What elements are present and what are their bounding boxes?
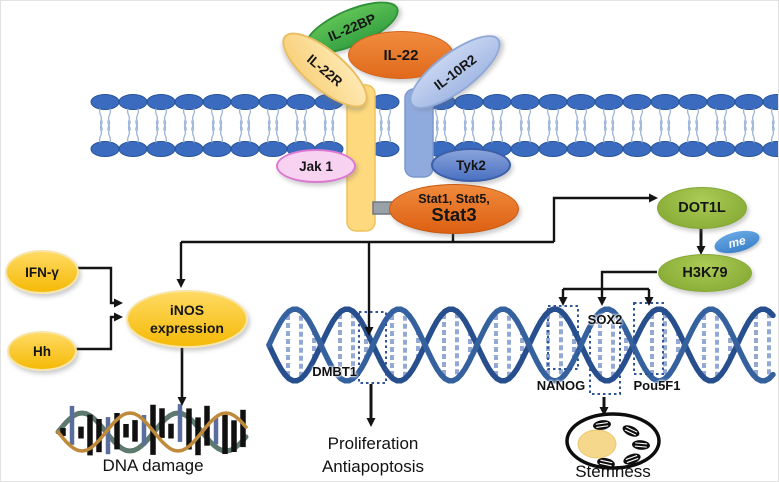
nanog-box (547, 305, 579, 370)
dmbt1-box (358, 311, 387, 384)
inos-line2: expression (150, 320, 224, 336)
inos-expression-node: iNOS expression (126, 290, 248, 348)
ifn-gamma-node: IFN-γ (5, 250, 79, 294)
arrow-hh-to-inos (72, 312, 123, 351)
dmbt1-gene-label: DMBT1 (312, 364, 357, 379)
tyk2-node: Tyk2 (431, 148, 511, 182)
nanog-gene-label: NANOG (536, 378, 586, 393)
pou5f1-gene-label: Pou5F1 (633, 378, 681, 393)
arrow-ifng-to-inos (75, 266, 123, 308)
gene-promoter-boxes (358, 302, 664, 395)
dna-double-helix (266, 306, 776, 384)
h3k79-node: H3K79 (658, 254, 752, 292)
arrow-to-dot1l (552, 193, 658, 242)
h3k79-branch-line (600, 270, 657, 289)
proliferation-caption: Proliferation (327, 434, 419, 453)
sox2-box (589, 322, 621, 395)
hh-node: Hh (7, 331, 77, 371)
stem-cell-graphic (565, 412, 661, 470)
stat-node: Stat1, Stat5, Stat3 (389, 184, 519, 234)
pathway-arrows (72, 193, 706, 427)
stat-line1: Stat1, Stat5, (418, 192, 490, 206)
inos-line1: iNOS (169, 301, 205, 318)
stemness-caption: Stemness (575, 462, 651, 481)
stat-line2: Stat3 (431, 204, 477, 225)
jak1-node: Jak 1 (276, 149, 356, 183)
dot1l-node: DOT1L (657, 187, 747, 229)
damaged-dna-graphic (55, 404, 249, 456)
antiapoptosis-caption: Antiapoptosis (321, 457, 425, 476)
sox2-gene-label: SOX2 (587, 312, 623, 327)
dna-damage-caption: DNA damage (102, 456, 204, 475)
